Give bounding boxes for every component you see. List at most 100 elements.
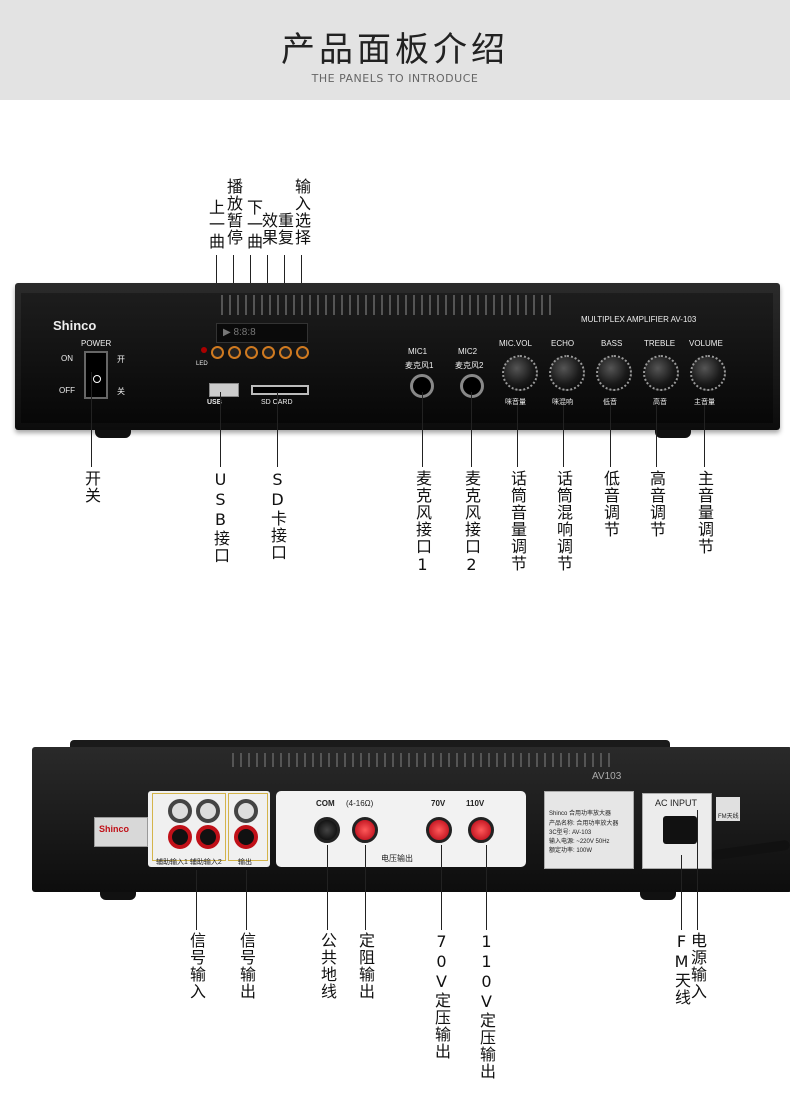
knob-label: MIC.VOL (499, 339, 532, 348)
signal-io-plate: 辅助输入1 辅助输入2 输出 (148, 791, 270, 867)
fm-antenna-plate: FM天线 (716, 797, 740, 821)
vent-grille (221, 295, 551, 315)
v110-label: 110V (466, 799, 485, 808)
mic1-label: MIC1 (408, 347, 428, 356)
nameplate-line: 额定功率: 100W (549, 848, 593, 854)
display-digits: ▶ 8:8:8 (223, 327, 256, 338)
display-window: ▶ 8:8:8 (216, 323, 308, 343)
brand-logo: Shinco (53, 318, 97, 333)
knob-label: VOLUME (689, 339, 723, 348)
ac-input-plate: AC INPUT (642, 793, 712, 869)
aux-in-white-2[interactable] (196, 799, 220, 823)
kai-label: 开 (117, 355, 125, 364)
callout-usb: USB接口 (211, 470, 230, 564)
ac-input-label: AC INPUT (655, 798, 698, 808)
front-face: Shinco MULTIPLEX AMPLIFIER AV-103 POWER … (21, 293, 773, 423)
callout-signal-output: 信号输出 (237, 932, 256, 1000)
mic2-jack[interactable] (460, 374, 484, 398)
nameplate-line: 产品名称: 合用功率放大器 (549, 821, 619, 827)
callout-play-pause: 播放暂停 (224, 178, 243, 246)
knob-cn-label: 咪混响 (552, 399, 573, 406)
callout-bass: 低音调节 (601, 470, 620, 538)
leader-line (610, 405, 611, 467)
next-button[interactable] (245, 346, 258, 359)
leader-line (441, 845, 442, 930)
callout-echo: 话筒混响调节 (554, 470, 573, 572)
off-label: OFF (59, 386, 75, 395)
eq-button[interactable] (262, 346, 275, 359)
ohm-terminal[interactable] (352, 817, 378, 843)
rear-foot (100, 892, 136, 900)
prev-button[interactable] (211, 346, 224, 359)
led-label: LED (196, 361, 208, 367)
mic-vol-knob[interactable] (502, 355, 538, 391)
leader-line (563, 405, 564, 467)
callout-fixed-resistance: 定阻输出 (356, 932, 375, 1000)
output-box (228, 793, 268, 861)
ohm-label: (4-16Ω) (346, 799, 374, 808)
leader-line (697, 810, 698, 930)
mic1-cn-label: 麦克风1 (405, 361, 434, 370)
leader-line (486, 845, 487, 930)
knob-cn-label: 低音 (603, 399, 617, 406)
leader-line (517, 405, 518, 467)
page-subtitle: THE PANELS TO INTRODUCE (311, 72, 479, 85)
front-panel: Shinco MULTIPLEX AMPLIFIER AV-103 POWER … (15, 283, 780, 430)
echo-knob[interactable] (549, 355, 585, 391)
leader-line (196, 870, 197, 930)
bass-knob[interactable] (596, 355, 632, 391)
volume-knob[interactable] (690, 355, 726, 391)
com-label: COM (316, 799, 335, 808)
com-terminal[interactable] (314, 817, 340, 843)
nameplate-line: 输入电源: ~220V 50Hz (549, 839, 610, 845)
v70-terminal[interactable] (426, 817, 452, 843)
rear-panel: AV103 Shinco 辅助输入1 辅助输入2 输出 COM (4-16Ω) … (32, 747, 790, 892)
callout-power-input: 电源输入 (688, 932, 707, 1000)
led-indicator (201, 347, 207, 353)
sd-slot[interactable] (251, 385, 309, 395)
usb-mark: USB (207, 399, 222, 406)
repeat-button[interactable] (279, 346, 292, 359)
fm-antenna-label: FM天线 (718, 814, 739, 820)
callout-prev: 上一曲 (206, 199, 225, 250)
callout-mode: 输入选择 (292, 178, 311, 246)
power-label: POWER (81, 339, 112, 348)
nameplate: Shinco 合用功率放大器 产品名称: 合用功率放大器 3C型号: AV-10… (544, 791, 634, 869)
mode-button[interactable] (296, 346, 309, 359)
brand-sticker: Shinco (94, 817, 148, 847)
usb-port[interactable] (209, 383, 239, 397)
out-red[interactable] (234, 825, 258, 849)
callout-sd: SD卡接口 (268, 470, 287, 561)
leader-line (681, 855, 682, 930)
rear-vent-grille (232, 753, 612, 767)
v110-terminal[interactable] (468, 817, 494, 843)
aux-in-white-1[interactable] (168, 799, 192, 823)
callout-volume: 主音量调节 (695, 470, 714, 555)
front-foot (655, 430, 691, 438)
power-switch[interactable] (84, 351, 108, 399)
treble-knob[interactable] (643, 355, 679, 391)
leader-line (277, 392, 278, 467)
sticker-brand: Shinco (99, 824, 130, 834)
aux-input-labels: 辅助输入1 辅助输入2 (156, 859, 222, 866)
leader-line (471, 392, 472, 467)
model-label: MULTIPLEX AMPLIFIER AV-103 (581, 315, 697, 324)
callout-com: 公共地线 (318, 932, 337, 1000)
nameplate-line: Shinco 合用功率放大器 (549, 811, 612, 817)
leader-line (656, 405, 657, 467)
leader-line (704, 405, 705, 467)
knob-cn-label: 咪音量 (505, 399, 526, 406)
callout-power-switch: 开关 (82, 470, 101, 504)
aux-in-red-1[interactable] (168, 825, 192, 849)
aux-in-red-2[interactable] (196, 825, 220, 849)
knob-label: BASS (601, 339, 623, 348)
leader-line (422, 392, 423, 467)
out-white[interactable] (234, 799, 258, 823)
page-title: 产品面板介绍 (281, 30, 509, 70)
power-socket[interactable] (663, 816, 697, 844)
knob-cn-label: 主音量 (694, 399, 715, 406)
leader-line (327, 845, 328, 930)
front-foot (95, 430, 131, 438)
play-button[interactable] (228, 346, 241, 359)
power-icon (93, 375, 101, 383)
